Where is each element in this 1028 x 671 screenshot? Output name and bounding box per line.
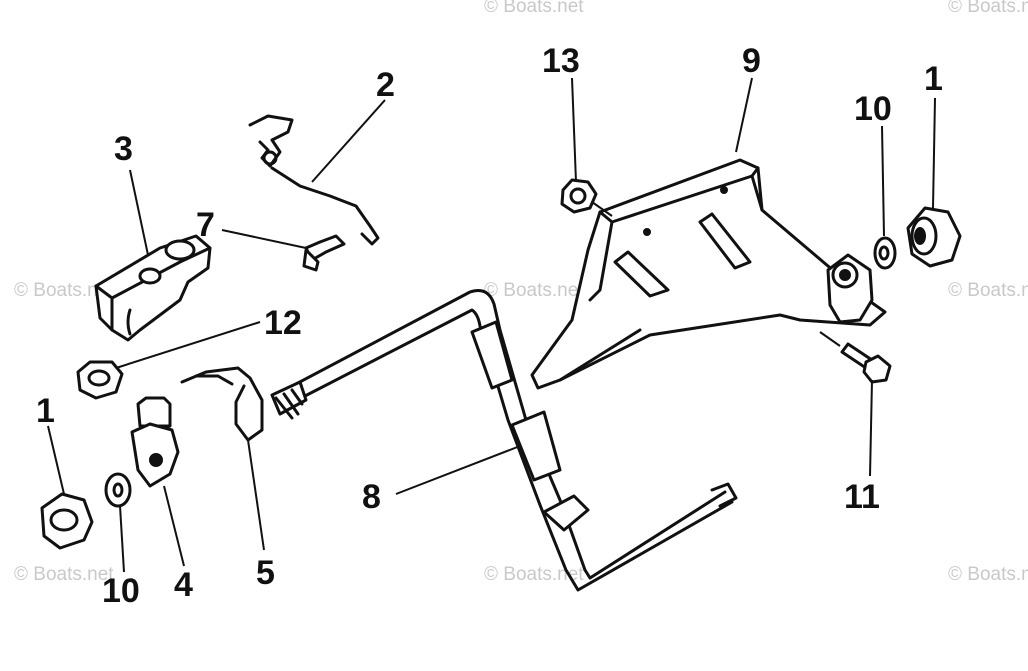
part-11-bolt (840, 342, 892, 384)
watermark-8: © Boats.net (948, 0, 1028, 17)
watermark-2: © Boats.net (484, 280, 584, 301)
part-7-screw (302, 234, 346, 272)
callout-11: 11 (844, 478, 880, 516)
callout-1-right: 1 (924, 60, 943, 98)
part-3-clamp (94, 234, 212, 342)
leader-11 (869, 379, 873, 477)
leader-lines (47, 77, 936, 573)
callout-1-left: 1 (36, 392, 55, 430)
leader-1-right (932, 97, 936, 209)
callout-10-right: 10 (854, 90, 892, 128)
leader-11b (819, 331, 841, 347)
watermark-7: © Boats.net (484, 0, 584, 17)
watermark-3: © Boats.net (948, 280, 1028, 301)
part-8-shift-rod (270, 289, 738, 592)
watermarks: © Boats.net © Boats.net © Boats.net © Bo… (14, 0, 1028, 585)
part-1-nut-left (40, 492, 94, 550)
watermark-5: © Boats.net (484, 564, 584, 585)
callout-2: 2 (376, 66, 395, 104)
leader-1-left (47, 425, 65, 495)
leader-5 (247, 439, 265, 551)
callouts: 1 2 3 7 13 9 10 12 1 11 8 10 4 5 (36, 42, 943, 610)
leader-10-left (119, 505, 125, 573)
watermark-1: © Boats.net (14, 280, 114, 301)
leader-8 (395, 445, 521, 495)
callout-3: 3 (114, 130, 133, 168)
leader-4 (163, 485, 185, 567)
part-12-nut (76, 360, 124, 400)
callout-9: 9 (742, 42, 761, 80)
leader-13b (591, 201, 613, 217)
callout-5: 5 (256, 554, 275, 592)
part-2-spring-clip (248, 114, 380, 246)
watermark-6: © Boats.net (948, 564, 1028, 585)
watermark-4: © Boats.net (14, 564, 114, 585)
callout-13: 13 (542, 42, 580, 80)
part-5-hairpin (180, 366, 264, 442)
leader-13 (571, 77, 577, 183)
part-9-bracket (530, 158, 887, 390)
callout-8: 8 (362, 478, 381, 516)
callout-7: 7 (196, 206, 215, 244)
callout-10-left: 10 (102, 572, 140, 610)
leader-9 (735, 77, 753, 153)
leader-2 (311, 99, 386, 183)
leader-3 (129, 169, 149, 256)
leader-10-right (881, 125, 885, 237)
callout-4: 4 (174, 566, 193, 604)
part-13-nut (560, 178, 598, 214)
part-4-swivel (130, 396, 180, 488)
part-10-washer-right (873, 236, 897, 270)
part-10-washer-left (104, 472, 132, 508)
part-1-nut-right (906, 206, 962, 268)
callout-12: 12 (264, 304, 302, 342)
leader-12 (115, 321, 261, 369)
leader-7 (221, 229, 307, 249)
